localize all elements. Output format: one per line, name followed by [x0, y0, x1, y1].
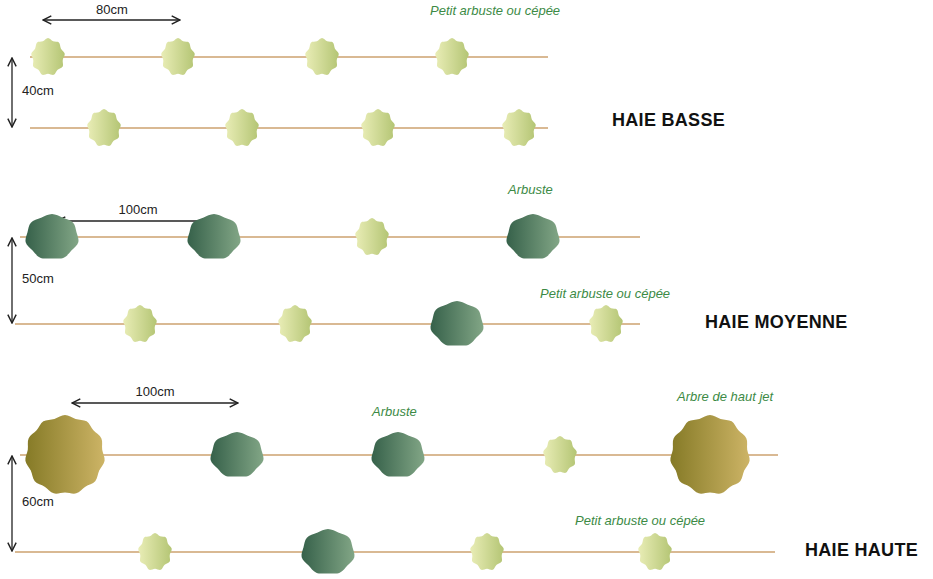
dimension-arrow: [11, 58, 12, 127]
dimension-arrow: [11, 238, 12, 323]
small-shrub: [138, 533, 172, 570]
small-shrub: [543, 436, 577, 473]
dimension-arrows: [12, 20, 238, 551]
shrub: [210, 432, 263, 477]
small-shrub: [225, 109, 259, 146]
hedge-title: HAIE BASSE: [612, 110, 725, 131]
shrub: [187, 214, 240, 259]
planting-line: [15, 323, 640, 325]
shrub: [430, 301, 483, 346]
small-shrub: [31, 38, 65, 75]
tall-tree: [25, 415, 104, 494]
dimension-label: 60cm: [22, 495, 54, 510]
dimension-label: 80cm: [96, 3, 128, 18]
dimension-arrow: [11, 456, 12, 551]
tall-tree: [670, 415, 749, 494]
plant-label: Petit arbuste ou cépée: [430, 4, 560, 19]
dimension-label: 100cm: [135, 385, 174, 400]
small-shrub: [355, 218, 389, 255]
dimension-arrow: [43, 19, 180, 20]
small-shrub: [589, 305, 623, 342]
small-shrub: [278, 305, 312, 342]
small-shrub: [161, 38, 195, 75]
plants: [25, 38, 749, 574]
plant-label: Petit arbuste ou cépée: [540, 287, 670, 302]
shrub: [506, 214, 559, 259]
small-shrub: [361, 109, 395, 146]
small-shrub: [502, 109, 536, 146]
shrub: [25, 214, 78, 259]
dimension-label: 100cm: [118, 203, 157, 218]
plant-label: Arbuste: [372, 405, 417, 420]
shrub: [301, 529, 354, 574]
hedge-title: HAIE HAUTE: [805, 540, 918, 561]
dimension-label: 40cm: [22, 84, 54, 99]
plant-label: Arbre de haut jet: [677, 390, 773, 405]
small-shrub: [638, 533, 672, 570]
shrub: [371, 432, 424, 477]
dimension-label: 50cm: [22, 272, 54, 287]
dimension-arrow: [72, 402, 238, 403]
small-shrub: [305, 38, 339, 75]
small-shrub: [87, 109, 121, 146]
small-shrub: [123, 305, 157, 342]
planting-line: [30, 56, 548, 58]
small-shrub: [435, 38, 469, 75]
small-shrub: [470, 533, 504, 570]
plant-label: Petit arbuste ou cépée: [575, 514, 705, 529]
planting-lines: [15, 57, 778, 552]
plant-label: Arbuste: [508, 183, 553, 198]
hedge-title: HAIE MOYENNE: [705, 312, 848, 333]
